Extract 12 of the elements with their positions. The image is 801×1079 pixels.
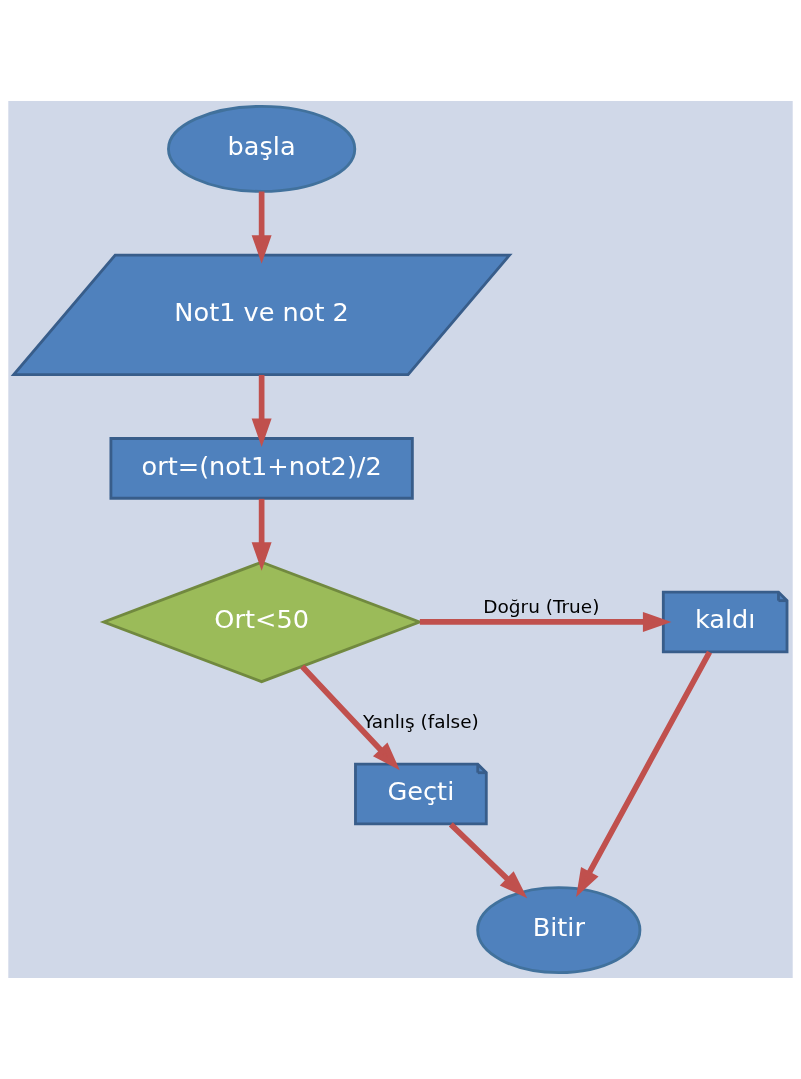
arrow xyxy=(251,498,272,571)
arrow xyxy=(251,374,272,448)
node-ellipse: başla xyxy=(167,104,357,193)
arrow xyxy=(419,612,672,632)
node-ellipse: Bitir xyxy=(476,886,642,974)
arrow xyxy=(300,664,400,771)
arrow xyxy=(251,191,272,264)
arrow xyxy=(576,650,712,897)
arrow xyxy=(448,822,528,899)
edge-label: Yanlış (false) xyxy=(362,710,479,732)
node-box: ort=(not1+not2)/2 xyxy=(109,437,414,500)
edge-label: Doğru (True) xyxy=(483,595,600,617)
